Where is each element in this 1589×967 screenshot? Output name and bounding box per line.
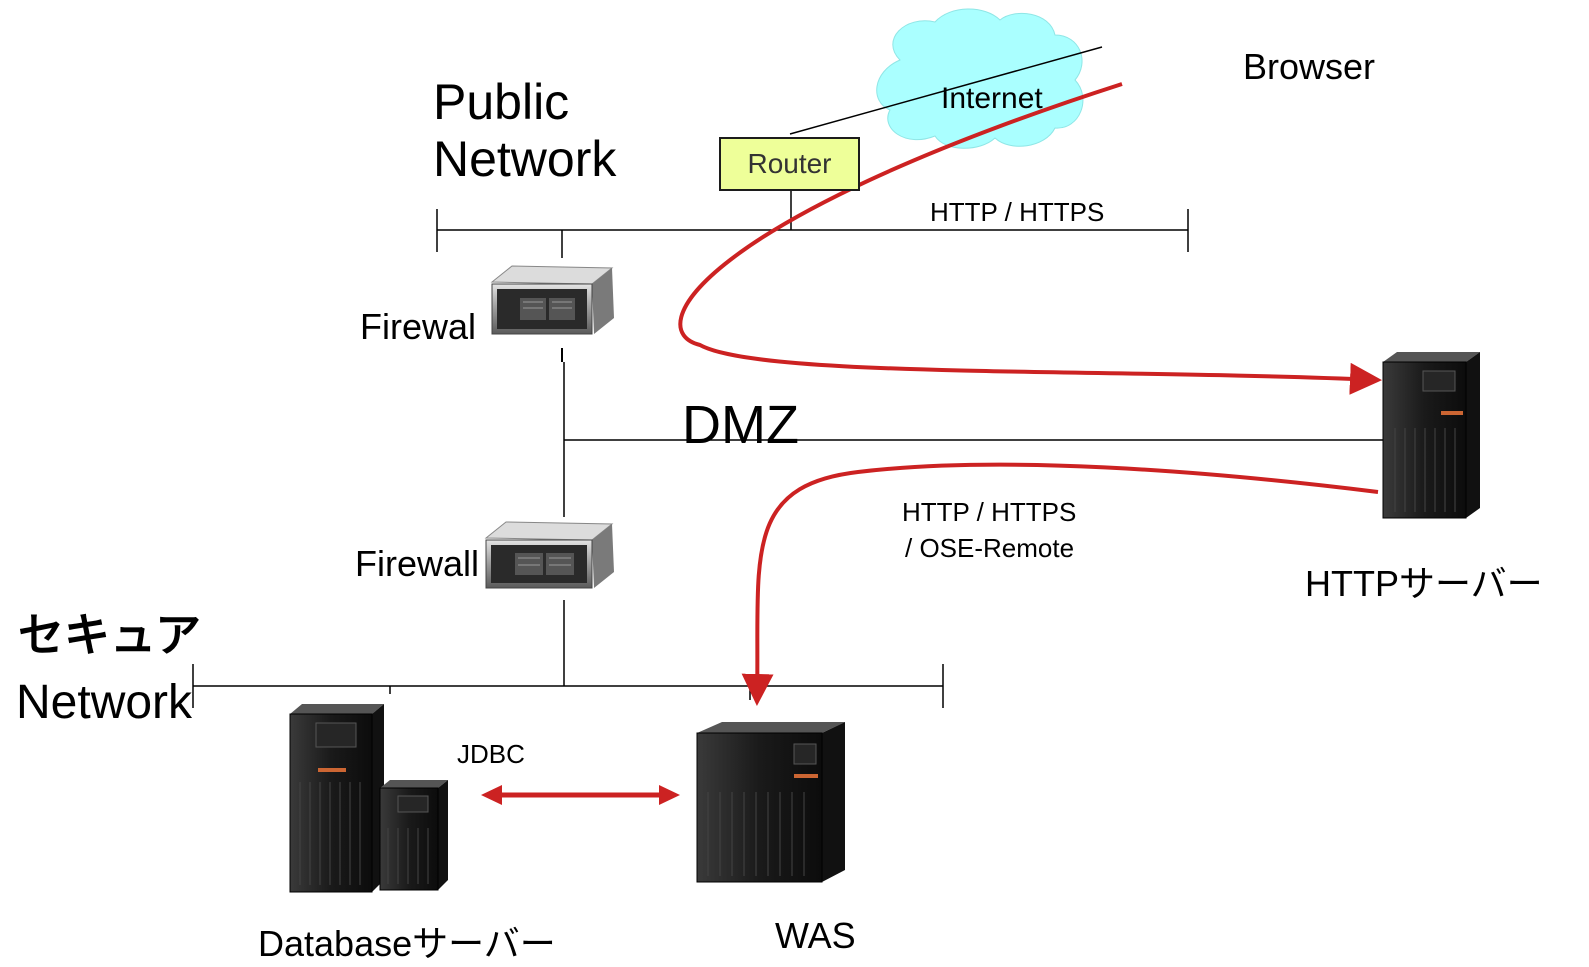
was-server-icon xyxy=(696,722,845,883)
browser-label: Browser xyxy=(1243,46,1376,87)
firewall-bottom-label: Firewall xyxy=(355,543,480,584)
secure-network-title-line1: セキュア xyxy=(18,609,202,661)
public-network-title-line2: Network xyxy=(433,131,617,187)
internet-label: Internet xyxy=(941,82,1043,115)
jdbc-double-arrow xyxy=(481,785,680,805)
http-server-label: HTTPサーバー xyxy=(1305,563,1543,604)
flow-arrow-internet-to-http-server xyxy=(678,82,1382,395)
internet-cloud-icon xyxy=(876,8,1084,149)
was-label: WAS xyxy=(775,915,856,956)
firewall-bottom-icon xyxy=(484,521,614,589)
firewall-top-label: Firewal xyxy=(360,306,477,347)
router-box: Router xyxy=(719,137,860,191)
public-network-title-line1: Public xyxy=(433,74,570,130)
flow-arrow-http-server-to-was xyxy=(741,462,1379,706)
database-server-label: Databaseサーバー xyxy=(258,923,556,964)
router-label: Router xyxy=(747,148,832,179)
http-server-icon xyxy=(1382,352,1480,519)
internet-link-line xyxy=(789,46,1103,135)
jdbc-label: JDBC xyxy=(457,739,525,769)
public-network-bus xyxy=(436,191,1189,258)
dmz-label: DMZ xyxy=(682,395,799,455)
secure-network-bus xyxy=(192,664,944,708)
database-server-icon xyxy=(289,704,448,893)
secure-network-title-line2: Network xyxy=(16,676,193,729)
http-https-bottom-label-line1: HTTP / HTTPS xyxy=(902,497,1077,527)
firewall-top-icon xyxy=(490,265,614,335)
http-https-top-label: HTTP / HTTPS xyxy=(930,197,1105,227)
http-https-bottom-label-line2: / OSE-Remote xyxy=(905,533,1075,563)
